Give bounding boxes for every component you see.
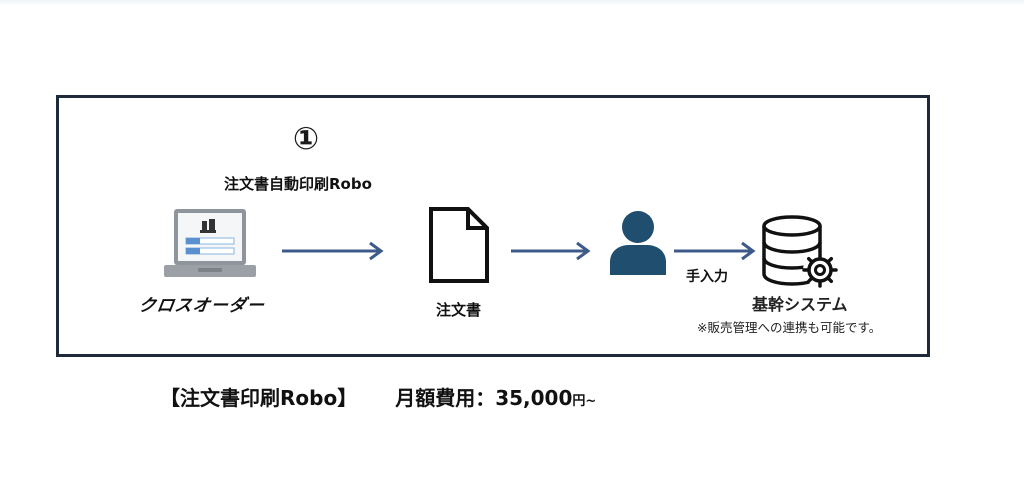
robo-label: 注文書自動印刷Robo xyxy=(224,175,372,193)
step-number: ① xyxy=(292,121,320,157)
flow-diagram-frame xyxy=(56,95,930,357)
arrow-3 xyxy=(674,241,756,261)
database-gear-icon xyxy=(762,215,838,288)
system-note: ※販売管理への連携も可能です。 xyxy=(697,320,882,335)
document-icon xyxy=(429,207,489,283)
price-value: 35,000 xyxy=(495,386,573,410)
arrow-1 xyxy=(282,241,384,261)
chess-pieces-icon xyxy=(200,219,216,233)
product-name: 【注文書印刷Robo】 xyxy=(160,386,358,410)
person-icon xyxy=(610,211,666,275)
document-label: 注文書 xyxy=(436,301,482,319)
price-unit: 円~ xyxy=(572,394,597,409)
source-logo: クロスオーダー xyxy=(137,296,267,316)
gear-icon xyxy=(802,252,838,288)
price-label: 月額費用： xyxy=(395,386,496,410)
pricing-line: 【注文書印刷Robo】 月額費用：35,000円~ xyxy=(160,382,596,411)
laptop-icon xyxy=(164,209,256,277)
manual-entry-label: 手入力 xyxy=(686,269,728,285)
arrow-2 xyxy=(511,241,591,261)
system-label: 基幹システム xyxy=(752,295,848,314)
top-shade xyxy=(0,0,1024,6)
